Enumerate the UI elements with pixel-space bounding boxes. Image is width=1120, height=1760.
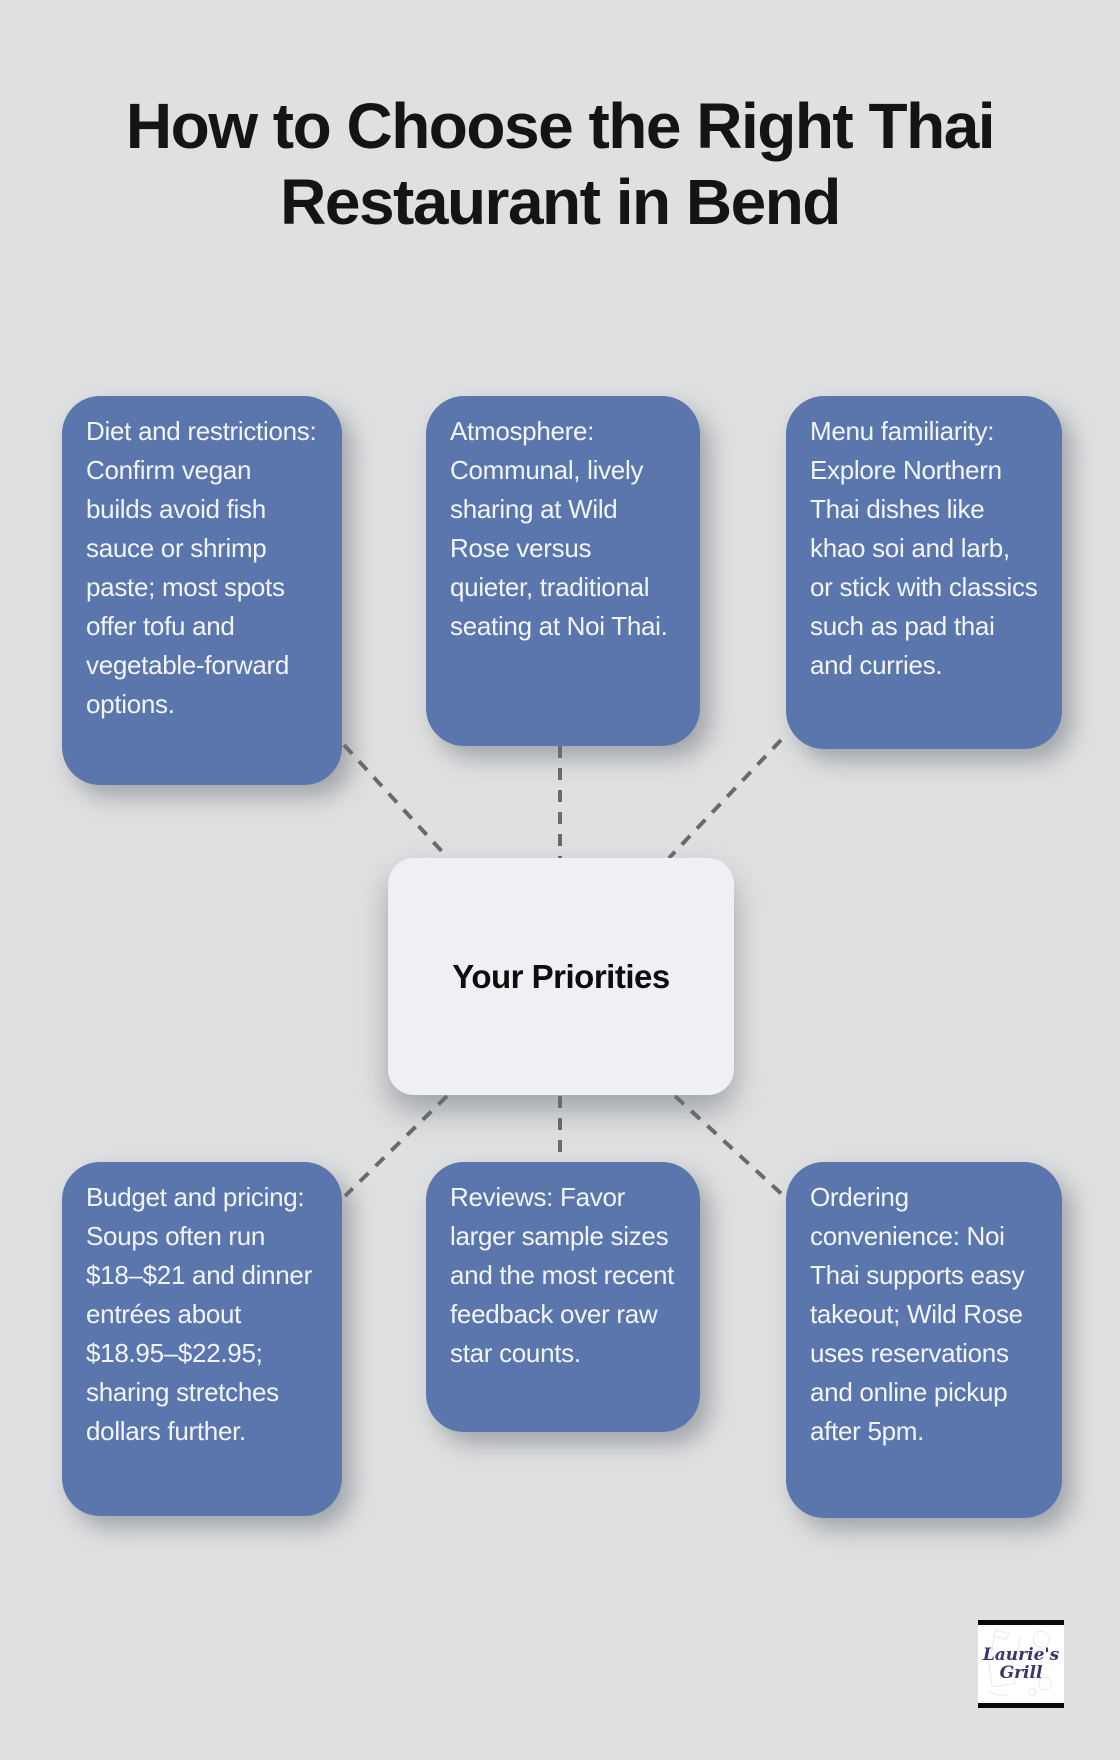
node-budget-pricing: Budget and pricing: Soups often run $18–…: [62, 1162, 342, 1516]
node-ordering-convenience: Ordering convenience: Noi Thai supports …: [786, 1162, 1062, 1518]
node-menu-familiarity: Menu familiarity: Explore Northern Thai …: [786, 396, 1062, 749]
node-diet-restrictions: Diet and restrictions: Confirm vegan bui…: [62, 396, 342, 785]
page-title-line-2: Restaurant in Bend: [280, 166, 841, 238]
lauries-grill-logo: Laurie's Grill: [978, 1620, 1064, 1708]
connector-diet-to-center: [342, 743, 450, 860]
node-budget-pricing-text: Budget and pricing: Soups often run $18–…: [86, 1182, 312, 1446]
connector-menu-to-center: [667, 738, 783, 860]
node-menu-familiarity-text: Menu familiarity: Explore Northern Thai …: [810, 416, 1038, 680]
logo-doodles-decoration: [987, 1629, 1052, 1697]
logo-text-line-2: Grill: [999, 1663, 1043, 1683]
node-diet-restrictions-text: Diet and restrictions: Confirm vegan bui…: [86, 416, 317, 719]
node-atmosphere-text: Atmosphere: Communal, lively sharing at …: [450, 416, 668, 641]
logo-text-line-1: Laurie's: [982, 1645, 1060, 1665]
center-node-your-priorities: Your Priorities: [388, 858, 734, 1095]
connector-center-to-budget: [343, 1094, 449, 1198]
node-reviews-text: Reviews: Favor larger sample sizes and t…: [450, 1182, 675, 1368]
node-reviews: Reviews: Favor larger sample sizes and t…: [426, 1162, 700, 1432]
node-ordering-convenience-text: Ordering convenience: Noi Thai supports …: [810, 1182, 1025, 1446]
node-atmosphere: Atmosphere: Communal, lively sharing at …: [426, 396, 700, 746]
connector-center-to-ordering: [673, 1094, 788, 1200]
center-node-label: Your Priorities: [452, 957, 670, 995]
page-title-line-1: How to Choose the Right Thai: [125, 90, 996, 162]
page-title: How to Choose the Right Thai Restaurant …: [0, 88, 1120, 240]
